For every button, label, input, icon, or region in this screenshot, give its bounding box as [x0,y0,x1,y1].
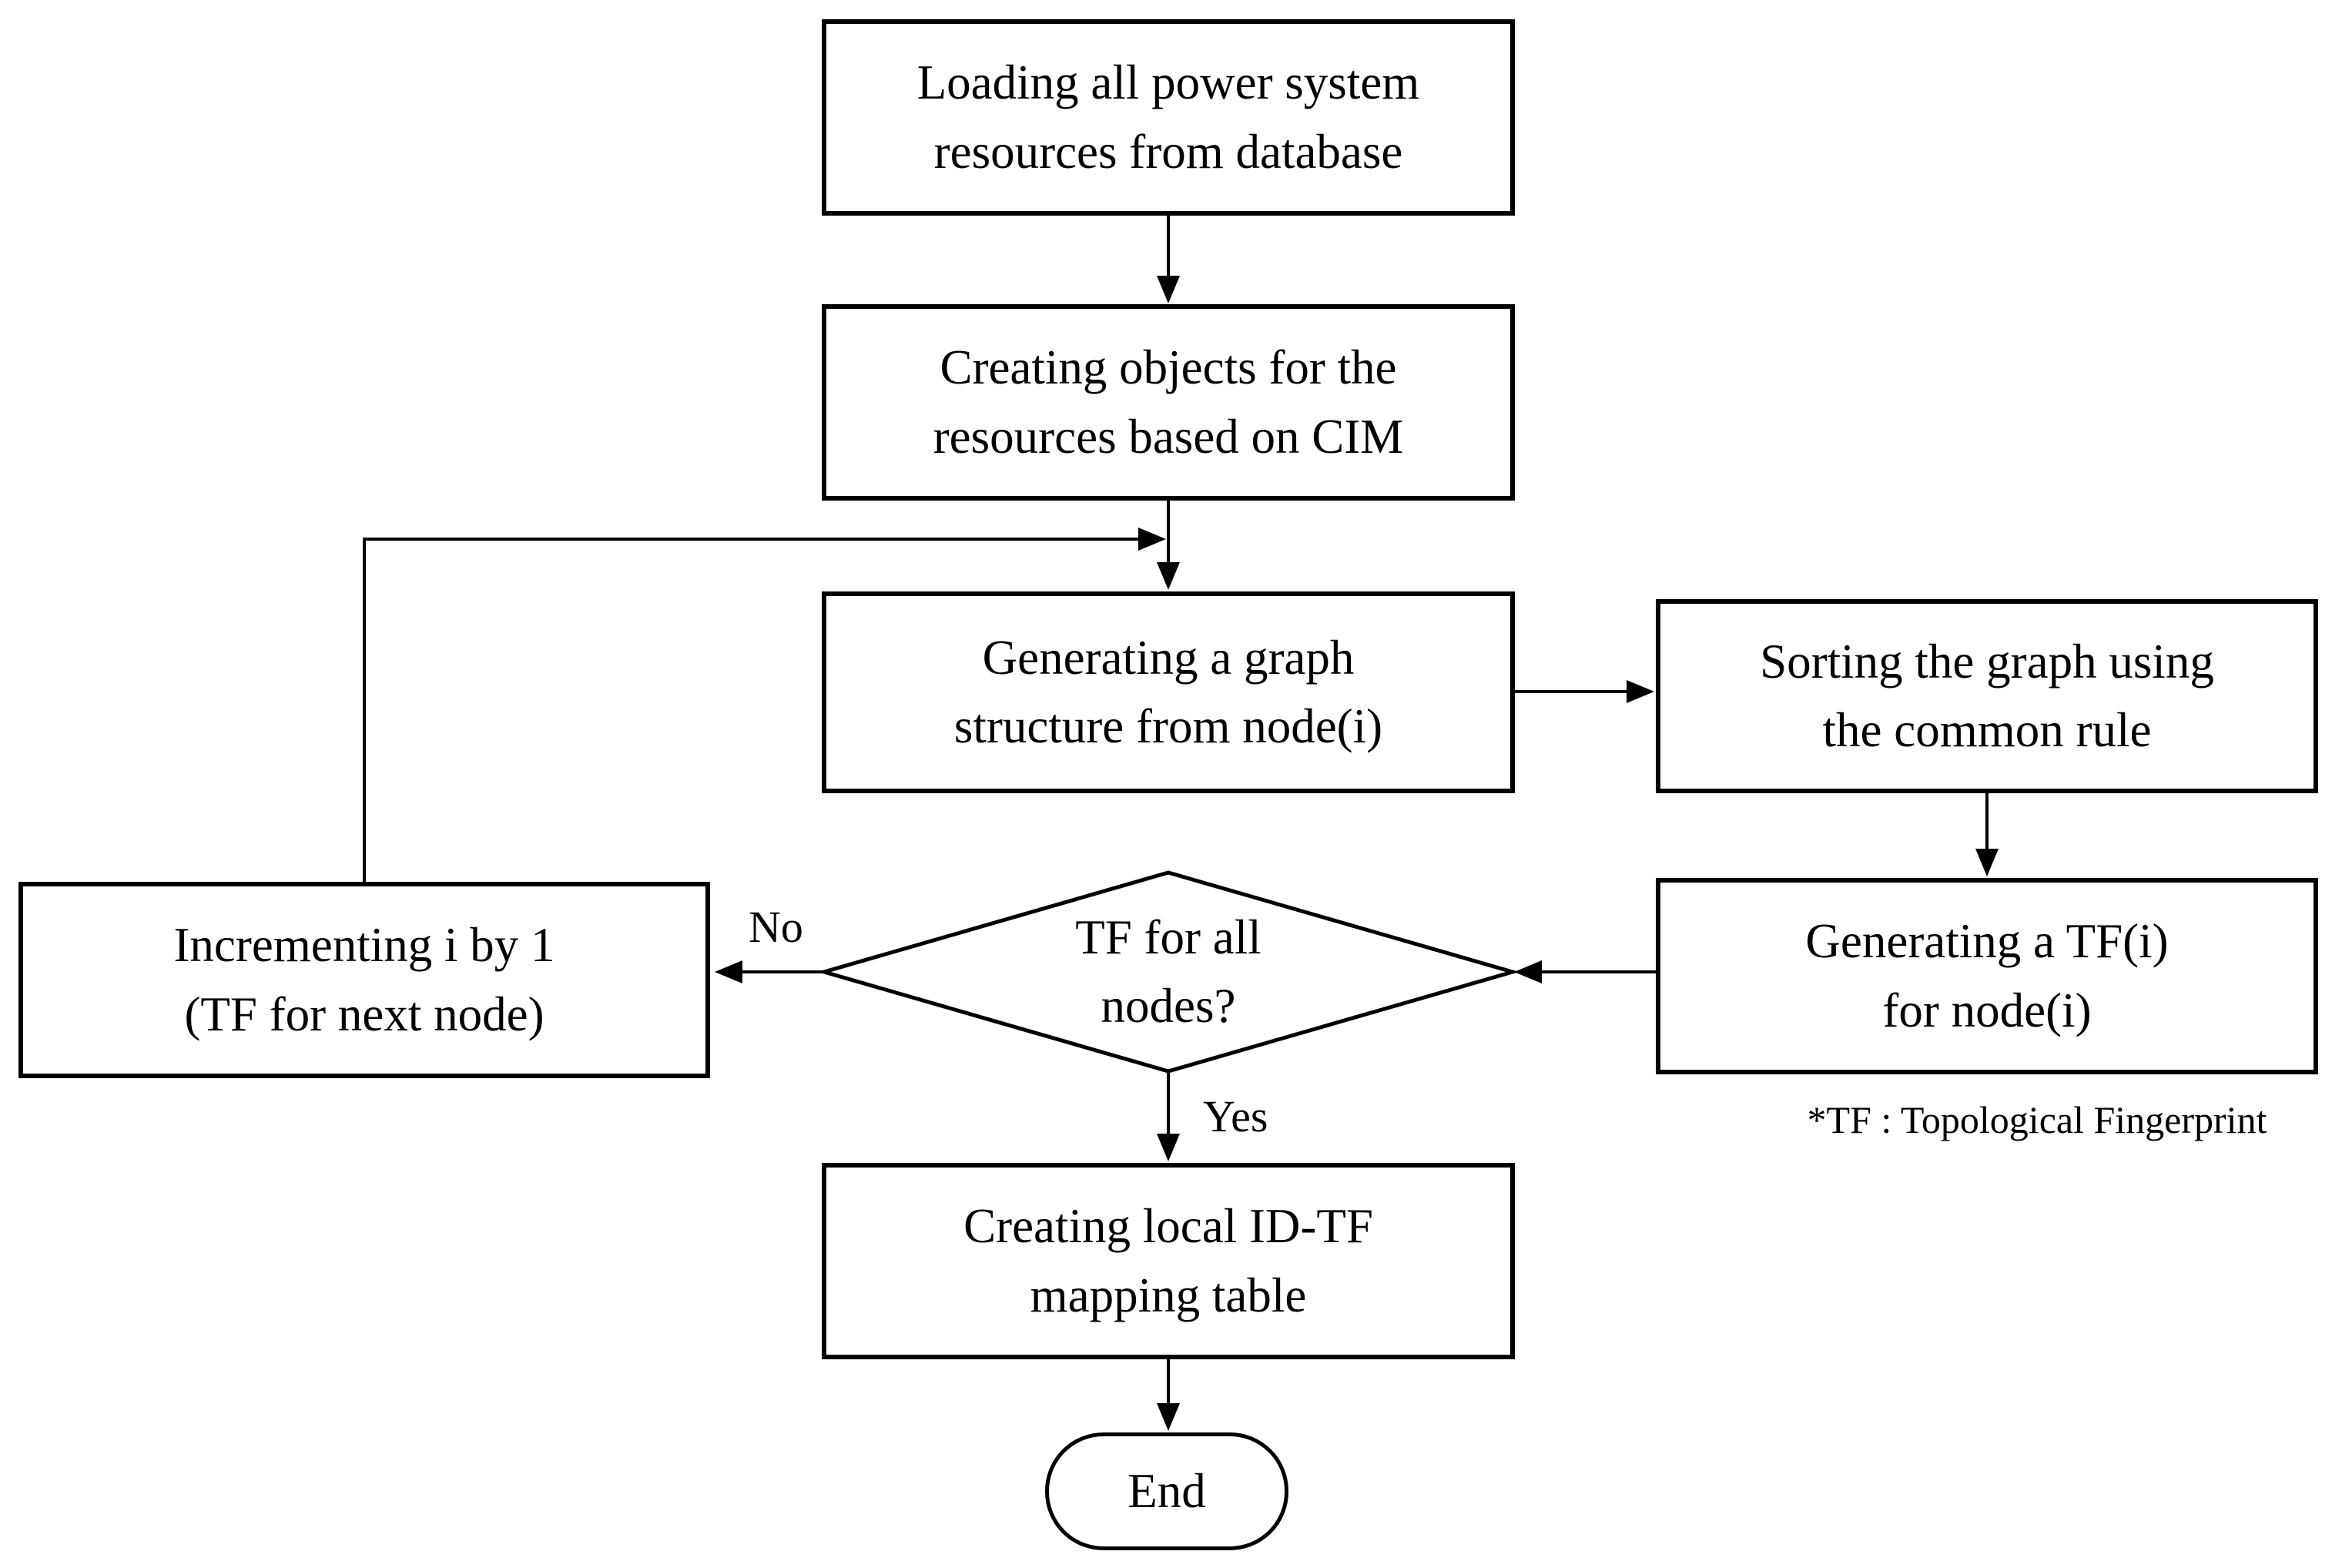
arrowhead-decision-yes-to-mapping [1157,1134,1180,1161]
node-creating-objects: Creating objects for the resources based… [822,304,1515,501]
node-id-tf-mapping-line2: mapping table [1030,1268,1307,1322]
node-sorting-graph-line2: the common rule [1822,703,2152,757]
note-tf-definition: *TF : Topological Fingerprint [1807,1098,2267,1141]
node-creating-objects-line2: resources based on CIM [933,409,1404,464]
arrowhead-sort-to-tf [1975,849,1999,876]
arrowhead-create-to-generate [1157,562,1180,590]
node-incrementing-i: Incrementing i by 1 (TF for next node) [18,882,710,1078]
node-generating-graph-line1: Generating a graph [982,630,1355,685]
arrowhead-generate-to-sort [1627,680,1654,703]
edge-increment-feedback [363,538,1141,882]
node-creating-objects-line1: Creating objects for the [940,340,1397,395]
node-loading-resources-line2: resources from database [933,124,1403,179]
terminator-end: End [1045,1432,1288,1550]
arrowhead-mapping-to-end [1157,1403,1180,1431]
arrowhead-load-to-create [1157,276,1180,303]
arrowhead-tf-to-decision [1514,960,1542,983]
arrowhead-decision-no-to-increment [715,960,742,983]
terminator-end-label: End [1127,1463,1206,1518]
node-loading-resources-line1: Loading all power system [916,55,1420,110]
decision-line2: nodes? [1101,979,1236,1033]
node-loading-resources: Loading all power system resources from … [822,19,1515,216]
node-incrementing-i-line2: (TF for next node) [184,987,544,1041]
arrowhead-increment-feedback [1138,528,1166,551]
node-sorting-graph-line1: Sorting the graph using [1760,634,2214,689]
node-generating-tf: Generating a TF(i) for node(i) [1656,878,2318,1074]
node-sorting-graph: Sorting the graph using the common rule [1656,599,2318,793]
node-id-tf-mapping-line1: Creating local ID-TF [963,1199,1373,1254]
decision-diamond-shape [816,870,1520,1074]
node-incrementing-i-line1: Incrementing i by 1 [173,918,555,973]
node-generating-graph: Generating a graph structure from node(i… [822,591,1515,793]
node-generating-graph-line2: structure from node(i) [953,699,1383,753]
decision-line1: TF for all [1075,910,1261,964]
node-generating-tf-line2: for node(i) [1882,983,2092,1037]
label-yes: Yes [1203,1091,1268,1141]
node-generating-tf-line1: Generating a TF(i) [1805,914,2169,969]
node-id-tf-mapping: Creating local ID-TF mapping table [822,1163,1515,1359]
label-no: No [749,902,803,952]
decision-tf-all-nodes: TF for all nodes? [937,886,1399,1058]
